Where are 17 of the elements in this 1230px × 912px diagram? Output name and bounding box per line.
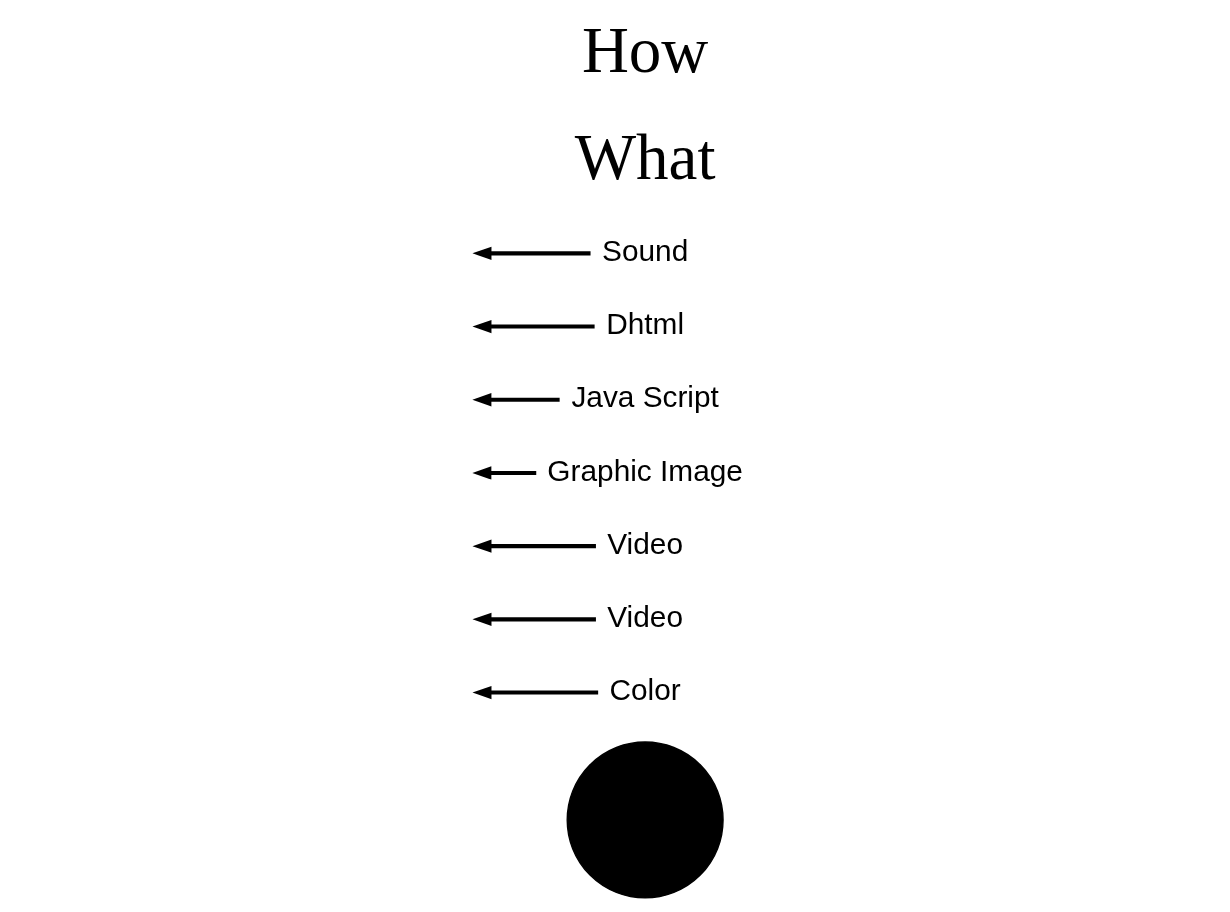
label: How	[581, 13, 708, 86]
node-text: Sound	[601, 233, 688, 267]
node-text: Java Script	[570, 380, 719, 414]
arrow	[471, 246, 591, 260]
node-text: Video	[606, 526, 683, 560]
node-text: Graphic Image	[546, 453, 743, 487]
arrow	[471, 319, 595, 334]
arrow	[471, 612, 596, 626]
arrow	[471, 466, 536, 480]
node-text: Video	[606, 599, 683, 633]
arrow	[471, 393, 560, 407]
node-circle	[566, 741, 724, 899]
node-text: Color	[609, 673, 681, 707]
node-text: Dhtml	[605, 307, 684, 341]
label: What	[574, 120, 716, 193]
arrow	[471, 685, 598, 700]
arrow	[471, 539, 596, 553]
